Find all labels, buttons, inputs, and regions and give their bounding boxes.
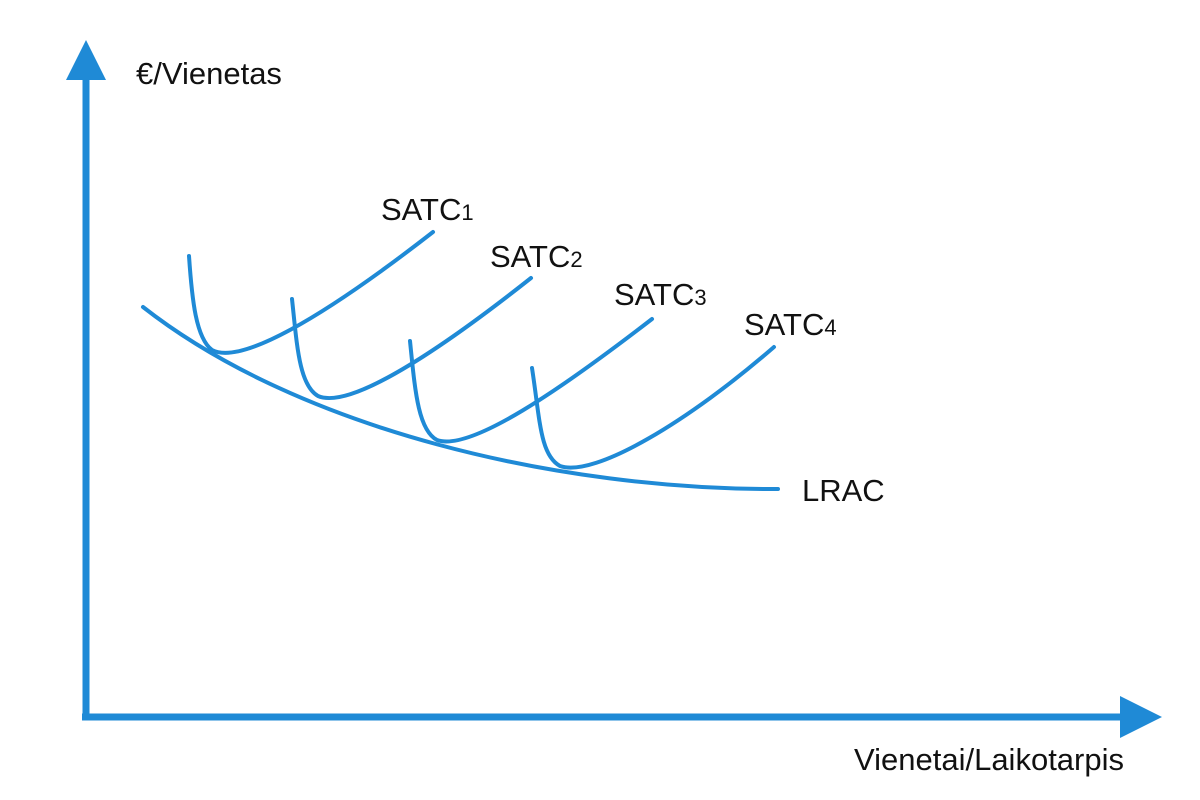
satc-3-curve: [408, 317, 654, 444]
satc-1-label: SATC1: [381, 192, 474, 227]
satc-4-label-main: SATC: [744, 307, 824, 342]
satc-2-curve: [290, 276, 533, 400]
x-axis-label: Vienetai/Laikotarpis: [854, 742, 1124, 777]
lrac-label: LRAC: [802, 473, 885, 508]
satc-4-label: SATC4: [744, 307, 837, 342]
y-axis-label: €/Vienetas: [136, 56, 282, 91]
satc-4-curve: [530, 345, 776, 470]
satc-2-label-subscript: 2: [570, 247, 582, 272]
satc-1-label-subscript: 1: [461, 200, 473, 225]
satc-3-label: SATC3: [614, 277, 707, 312]
satc-1-label-main: SATC: [381, 192, 461, 227]
y-axis-arrow-icon: [66, 40, 106, 80]
satc-2-label-main: SATC: [490, 239, 570, 274]
lrac-curve: [141, 305, 780, 492]
satc-1-curve: [187, 230, 435, 355]
satc-3-label-subscript: 3: [694, 285, 706, 310]
satc-4-label-subscript: 4: [824, 315, 836, 340]
satc-3-label-main: SATC: [614, 277, 694, 312]
satc-2-label: SATC2: [490, 239, 583, 274]
x-axis-arrow-icon: [1120, 696, 1162, 738]
